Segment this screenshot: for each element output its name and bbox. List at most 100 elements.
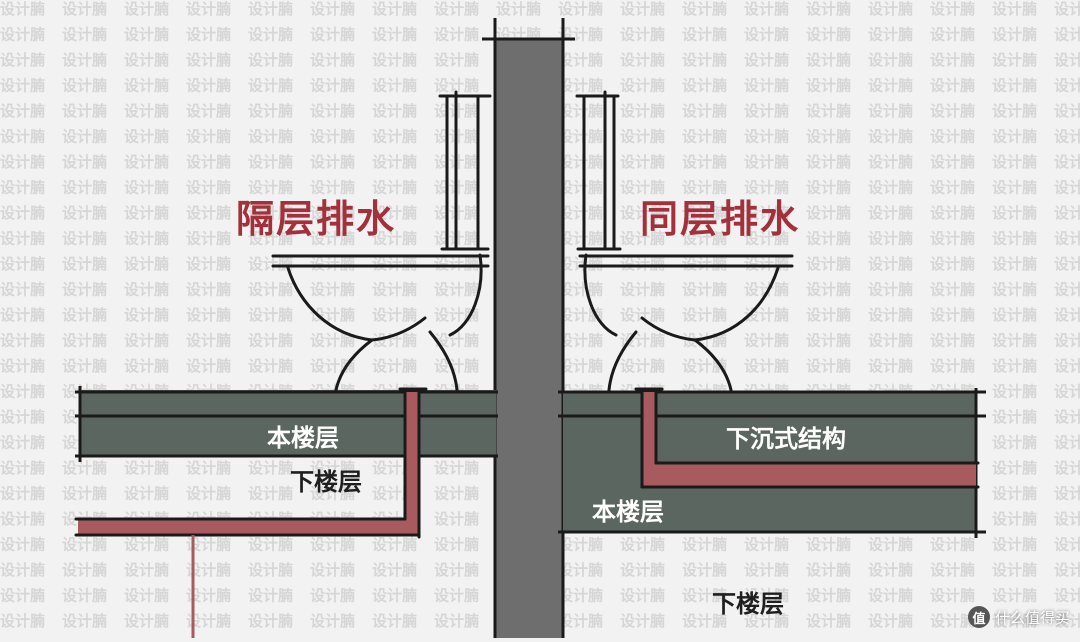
watermark-text: 设计腩 bbox=[310, 485, 355, 503]
watermark-text: 设计腩 bbox=[0, 434, 45, 452]
watermark-text: 设计腩 bbox=[372, 51, 417, 69]
watermark-text: 设计腩 bbox=[0, 230, 45, 248]
watermark-text: 设计腩 bbox=[186, 128, 231, 146]
watermark-text: 设计腩 bbox=[310, 128, 355, 146]
watermark-text: 设计腩 bbox=[868, 587, 913, 605]
watermark-text: 设计腩 bbox=[744, 26, 789, 44]
watermark-text: 设计腩 bbox=[310, 26, 355, 44]
watermark-text: 设计腩 bbox=[806, 77, 851, 95]
watermark-text: 设计腩 bbox=[62, 459, 107, 477]
watermark-text: 设计腩 bbox=[930, 561, 975, 579]
watermark-text: 设计腩 bbox=[62, 561, 107, 579]
watermark-text: 设计腩 bbox=[620, 153, 665, 171]
watermark-text: 设计腩 bbox=[248, 255, 293, 273]
watermark-text: 设计腩 bbox=[992, 587, 1037, 605]
watermark-text: 设计腩 bbox=[0, 0, 45, 18]
watermark-text: 设计腩 bbox=[248, 230, 293, 248]
watermark-text: 设计腩 bbox=[248, 332, 293, 350]
watermark-text: 设计腩 bbox=[0, 587, 45, 605]
watermark-text: 设计腩 bbox=[62, 204, 107, 222]
watermark-text: 设计腩 bbox=[930, 51, 975, 69]
watermark-text: 设计腩 bbox=[682, 204, 727, 222]
watermark-text: 设计腩 bbox=[186, 332, 231, 350]
watermark-text: 设计腩 bbox=[186, 485, 231, 503]
watermark-text: 设计腩 bbox=[434, 536, 479, 554]
watermark-text: 设计腩 bbox=[744, 204, 789, 222]
watermark-text: 设计腩 bbox=[930, 26, 975, 44]
watermark-text: 设计腩 bbox=[62, 306, 107, 324]
left-title: 隔层排水 bbox=[236, 197, 397, 241]
right-pipe-outline bbox=[634, 387, 980, 489]
watermark-text: 设计腩 bbox=[930, 204, 975, 222]
watermark-text: 设计腩 bbox=[0, 536, 45, 554]
watermark-text: 设计腩 bbox=[434, 77, 479, 95]
watermark-text: 设计腩 bbox=[558, 102, 603, 120]
watermark-text: 设计腩 bbox=[930, 612, 975, 630]
watermark-text: 设计腩 bbox=[558, 281, 603, 299]
watermark-text: 设计腩 bbox=[186, 51, 231, 69]
watermark-text: 设计腩 bbox=[0, 179, 45, 197]
watermark-text: 设计腩 bbox=[0, 561, 45, 579]
watermark-text: 设计腩 bbox=[1054, 408, 1080, 426]
watermark-text: 设计腩 bbox=[620, 102, 665, 120]
watermark-text: 设计腩 bbox=[1054, 51, 1080, 69]
watermark-text: 设计腩 bbox=[868, 561, 913, 579]
watermark-text: 设计腩 bbox=[744, 255, 789, 273]
watermark-text: 设计腩 bbox=[868, 102, 913, 120]
watermark-text: 设计腩 bbox=[0, 51, 45, 69]
watermark-text: 设计腩 bbox=[558, 230, 603, 248]
watermark-text: 设计腩 bbox=[1054, 383, 1080, 401]
watermark-text: 设计腩 bbox=[806, 332, 851, 350]
watermark-text: 设计腩 bbox=[1054, 255, 1080, 273]
watermark-text: 设计腩 bbox=[992, 510, 1037, 528]
watermark-text: 设计腩 bbox=[434, 485, 479, 503]
watermark-text: 设计腩 bbox=[992, 77, 1037, 95]
watermark-text: 设计腩 bbox=[682, 587, 727, 605]
watermark-text: 设计腩 bbox=[372, 357, 417, 375]
watermark-text: 设计腩 bbox=[124, 179, 169, 197]
watermark-text: 设计腩 bbox=[310, 77, 355, 95]
watermark-text: 设计腩 bbox=[558, 0, 603, 18]
watermark-text: 设计腩 bbox=[248, 587, 293, 605]
watermark-text: 设计腩 bbox=[558, 561, 603, 579]
watermark-text: 设计腩 bbox=[558, 179, 603, 197]
watermark-text: 设计腩 bbox=[1054, 434, 1080, 452]
watermark-text: 设计腩 bbox=[248, 306, 293, 324]
watermark-text: 设计腩 bbox=[806, 0, 851, 18]
watermark-text: 设计腩 bbox=[496, 0, 541, 18]
watermark-text: 设计腩 bbox=[310, 536, 355, 554]
watermark-text: 设计腩 bbox=[372, 332, 417, 350]
watermark-text: 设计腩 bbox=[186, 306, 231, 324]
watermark-text: 设计腩 bbox=[1054, 306, 1080, 324]
watermark-text: 设计腩 bbox=[1054, 230, 1080, 248]
watermark-text: 设计腩 bbox=[992, 255, 1037, 273]
watermark-text: 设计腩 bbox=[682, 0, 727, 18]
watermark-text: 设计腩 bbox=[1054, 77, 1080, 95]
watermark-text: 设计腩 bbox=[992, 306, 1037, 324]
watermark-text: 设计腩 bbox=[558, 612, 603, 630]
watermark-text: 设计腩 bbox=[620, 281, 665, 299]
watermark-text: 设计腩 bbox=[868, 128, 913, 146]
watermark-text: 设计腩 bbox=[682, 306, 727, 324]
watermark-text: 设计腩 bbox=[620, 51, 665, 69]
watermark-text: 设计腩 bbox=[620, 306, 665, 324]
right-sunken-label: 下沉式结构 bbox=[726, 425, 846, 453]
watermark-text: 设计腩 bbox=[186, 281, 231, 299]
watermark-text: 设计腩 bbox=[930, 332, 975, 350]
watermark-text: 设计腩 bbox=[806, 102, 851, 120]
watermark-text: 设计腩 bbox=[186, 561, 231, 579]
watermark-text: 设计腩 bbox=[310, 459, 355, 477]
watermark-text: 设计腩 bbox=[682, 536, 727, 554]
watermark-text: 设计腩 bbox=[372, 26, 417, 44]
watermark-text: 设计腩 bbox=[1054, 204, 1080, 222]
watermark-text: 设计腩 bbox=[0, 383, 45, 401]
watermark-text: 设计腩 bbox=[248, 612, 293, 630]
watermark-text: 设计腩 bbox=[682, 128, 727, 146]
left-drain-pipe bbox=[78, 392, 419, 535]
watermark-text: 设计腩 bbox=[806, 357, 851, 375]
watermark-text: 设计腩 bbox=[62, 77, 107, 95]
watermark-text: 设计腩 bbox=[868, 26, 913, 44]
watermark-text: 设计腩 bbox=[248, 153, 293, 171]
left-floor-slab bbox=[80, 390, 496, 456]
watermark-text: 设计腩 bbox=[620, 230, 665, 248]
